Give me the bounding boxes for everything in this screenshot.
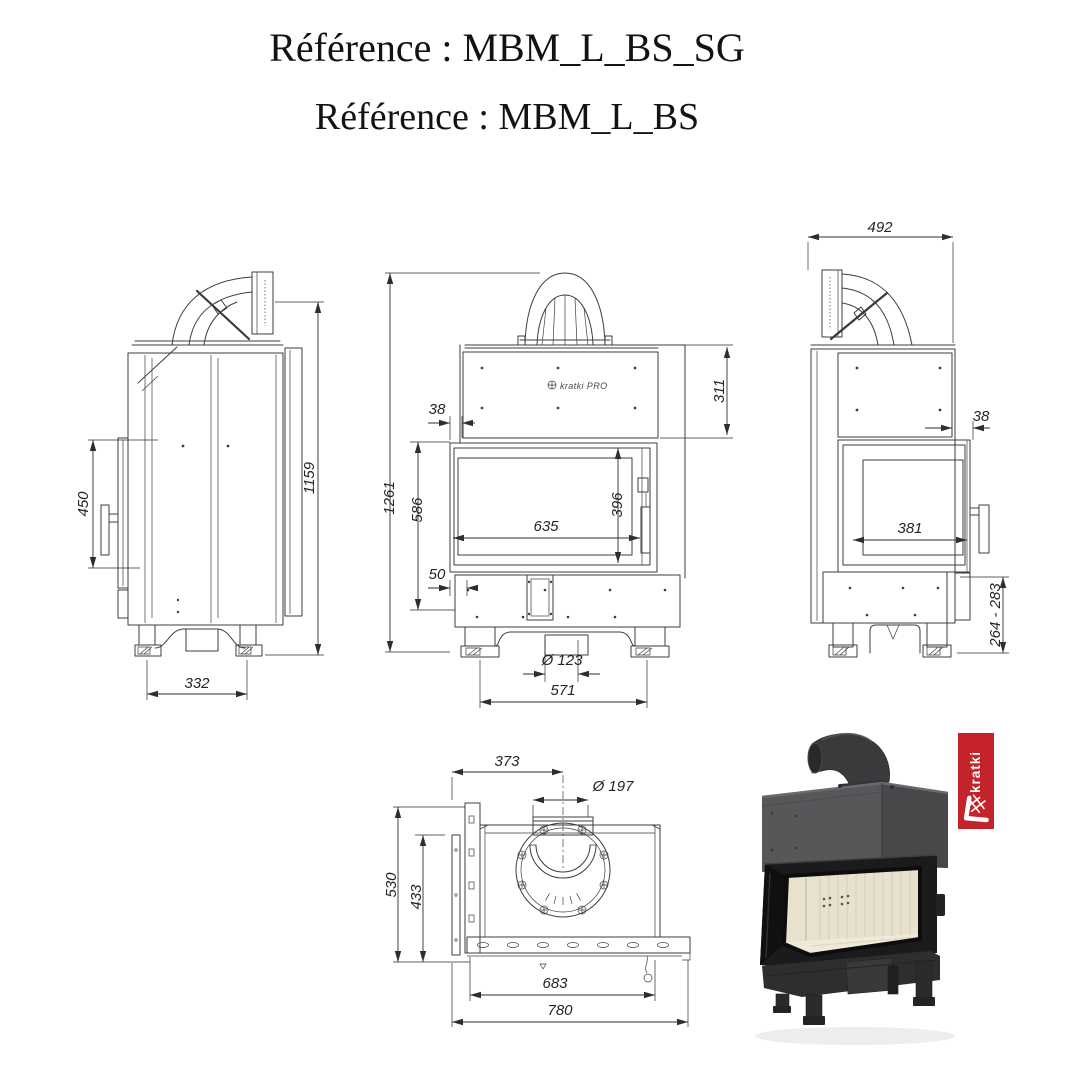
floor-shadow <box>755 1027 955 1045</box>
dimension-1261: 1261 <box>381 272 540 653</box>
dimension-571: 571 <box>479 660 648 708</box>
dim-label-780: 780 <box>547 1002 573 1019</box>
dimension-492: 492 <box>807 219 954 343</box>
door-handle <box>978 504 990 554</box>
dim-label-diameter-197: Ø 197 <box>592 778 635 795</box>
glass-door-outline <box>449 442 658 573</box>
dim-label-530: 530 <box>383 872 400 898</box>
feet-outline <box>134 624 263 657</box>
body-outline <box>810 344 990 624</box>
kratki-arrow-icon <box>963 794 989 823</box>
dimension-diameter-123: Ø 123 <box>523 640 600 682</box>
dimension-396: 396 <box>609 448 626 563</box>
product-photo-fireplace <box>755 732 955 1045</box>
dim-label-50: 50 <box>429 566 446 583</box>
dim-label-450: 450 <box>75 491 92 517</box>
door-handle <box>936 894 945 916</box>
dim-label-311: 311 <box>711 379 728 403</box>
dimension-diameter-197: Ø 197 <box>532 778 635 817</box>
dimension-373: 373 <box>451 753 563 800</box>
reference-title-secondary: Référence : MBM_L_BS <box>314 96 700 138</box>
kratki-pro-logo: kratki PRO <box>547 380 608 391</box>
dim-label-373: 373 <box>494 753 520 770</box>
hood-panel-outline: kratki PRO <box>459 344 686 579</box>
flue-elbow-outline <box>821 269 913 346</box>
flue-collar-outline <box>515 775 611 918</box>
dim-label-1261: 1261 <box>381 481 398 514</box>
dim-label-1159: 1159 <box>301 461 318 494</box>
dimension-381: 381 <box>853 520 967 544</box>
hood-box <box>761 781 949 872</box>
brand-name: kratki <box>968 751 983 793</box>
body-outline <box>100 340 303 626</box>
air-holes <box>822 894 850 908</box>
dimension-586: 586 <box>409 441 455 611</box>
dim-label-diameter-123: Ø 123 <box>541 652 584 669</box>
firebox-window <box>760 854 945 969</box>
badge-background <box>958 733 994 829</box>
dimension-38-left: 38 <box>428 401 475 440</box>
drawing-left-side-view: 450 1159 332 <box>75 271 324 700</box>
dim-label-683: 683 <box>542 975 568 992</box>
dim-label-571: 571 <box>550 682 575 699</box>
front-flange-outline <box>466 936 691 983</box>
door-handle <box>640 506 651 554</box>
dim-label-433: 433 <box>408 884 425 910</box>
dimension-450: 450 <box>75 439 158 569</box>
dimension-264-283: 264 - 283 <box>957 576 1009 654</box>
base-and-legs <box>762 951 940 1025</box>
dimension-433: 433 <box>408 834 445 962</box>
dimension-780: 780 <box>451 960 689 1027</box>
firebox-top-outline <box>479 824 661 938</box>
dimension-683: 683 <box>469 957 656 1001</box>
dim-label-635: 635 <box>533 518 559 535</box>
dimension-332: 332 <box>146 660 248 700</box>
kratki-brand-badge: kratki <box>958 733 994 829</box>
dim-label-264-283: 264 - 283 <box>987 583 1004 648</box>
air-inlet-duct <box>526 574 554 621</box>
base-outline <box>454 574 681 628</box>
reference-title-primary: Référence : MBM_L_BS_SG <box>269 25 745 70</box>
chimney-cowl-outline <box>517 272 613 346</box>
door-handle <box>100 504 110 556</box>
dim-label-586: 586 <box>409 497 426 523</box>
dim-label-332: 332 <box>184 675 210 692</box>
dimension-1159: 1159 <box>265 301 324 656</box>
logo-text: kratki PRO <box>560 381 608 391</box>
dim-label-396: 396 <box>609 492 626 518</box>
dim-label-38: 38 <box>973 408 990 425</box>
dim-label-381: 381 <box>897 520 922 537</box>
dimension-311: 311 <box>660 344 733 439</box>
collar-bolts <box>517 825 609 915</box>
drawing-right-side-view: 492 38 381 264 - 283 <box>807 219 1009 658</box>
firebox-interior <box>784 868 920 955</box>
dimension-50: 50 <box>428 566 478 596</box>
dimension-38-right: 38 <box>925 408 990 440</box>
flue-elbow-outline <box>171 271 274 346</box>
mounting-plates-outline <box>451 802 481 956</box>
dimension-635: 635 <box>453 518 640 542</box>
dim-label-492: 492 <box>867 219 893 236</box>
dim-label-38: 38 <box>429 401 446 418</box>
dimension-530: 530 <box>383 806 470 963</box>
drawing-top-view: 373 Ø 197 530 433 683 780 <box>383 753 691 1027</box>
drawing-front-view: kratki PRO <box>381 272 733 708</box>
base-feet-outline <box>822 571 971 658</box>
